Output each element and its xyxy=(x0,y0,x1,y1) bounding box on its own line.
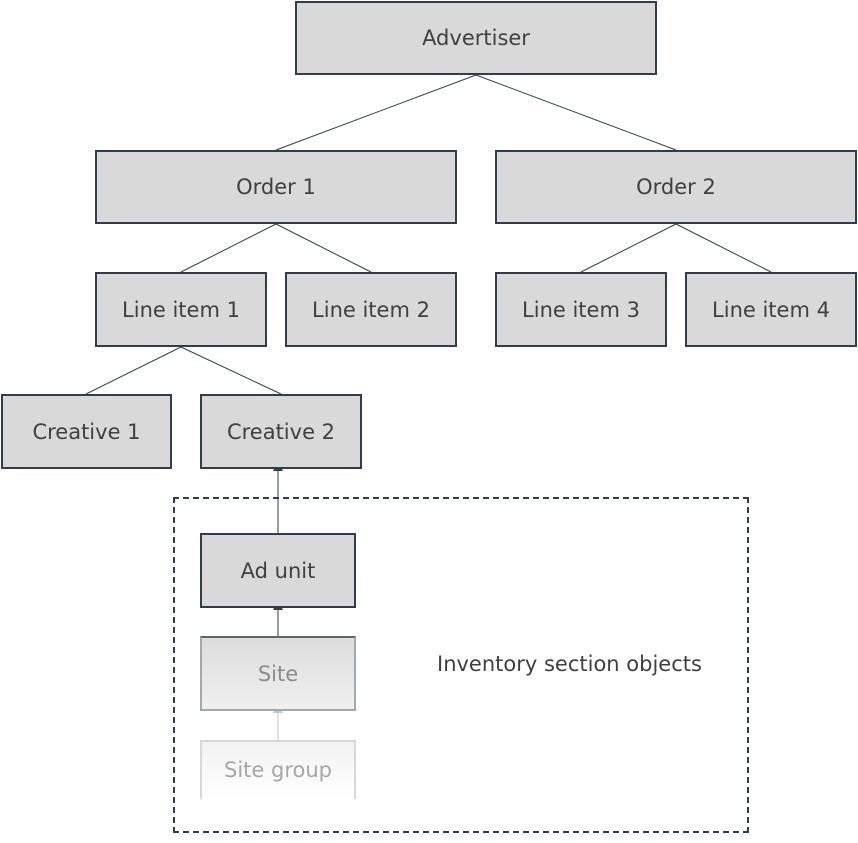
node-label: Creative 2 xyxy=(226,419,336,444)
node-label: Order 2 xyxy=(636,175,716,199)
node-label: Order 1 xyxy=(236,175,316,199)
edge-advertiser-order1 xyxy=(275,74,477,151)
node-order-1: Order 1 xyxy=(95,150,457,224)
node-creative-2: Creative 2 xyxy=(200,394,362,469)
node-creative-1: Creative 1 xyxy=(1,394,172,469)
edge-order1-lineitem2 xyxy=(275,223,372,273)
node-line-item-4: Line item 4 xyxy=(685,272,857,347)
node-label: Line item 3 xyxy=(522,297,640,322)
node-advertiser: Advertiser xyxy=(295,1,657,75)
node-label: Line item 1 xyxy=(122,297,240,322)
edge-lineitem1-creative2 xyxy=(180,346,282,395)
node-label: Creative 1 xyxy=(32,419,141,444)
node-line-item-3: Line item 3 xyxy=(495,272,667,347)
node-site: Site xyxy=(200,636,356,711)
inventory-section-boundary xyxy=(173,497,749,833)
node-line-item-2: Line item 2 xyxy=(285,272,457,347)
node-label: Ad unit xyxy=(240,558,316,583)
node-line-item-1: Line item 1 xyxy=(95,272,267,347)
edge-lineitem1-creative1 xyxy=(85,346,182,395)
node-order-2: Order 2 xyxy=(495,150,857,224)
node-site-group: Site group xyxy=(200,740,356,800)
node-label: Site xyxy=(257,661,299,686)
edge-order1-lineitem1 xyxy=(180,223,277,273)
edge-advertiser-order2 xyxy=(475,74,677,151)
edge-order2-lineitem4 xyxy=(675,223,772,273)
inventory-section-label: Inventory section objects xyxy=(437,652,702,676)
node-ad-unit: Ad unit xyxy=(200,533,356,608)
node-label: Site group xyxy=(224,758,332,782)
node-label: Line item 2 xyxy=(312,297,430,322)
node-label: Line item 4 xyxy=(712,297,830,322)
node-label: Advertiser xyxy=(422,26,530,50)
edge-order2-lineitem3 xyxy=(580,223,677,273)
